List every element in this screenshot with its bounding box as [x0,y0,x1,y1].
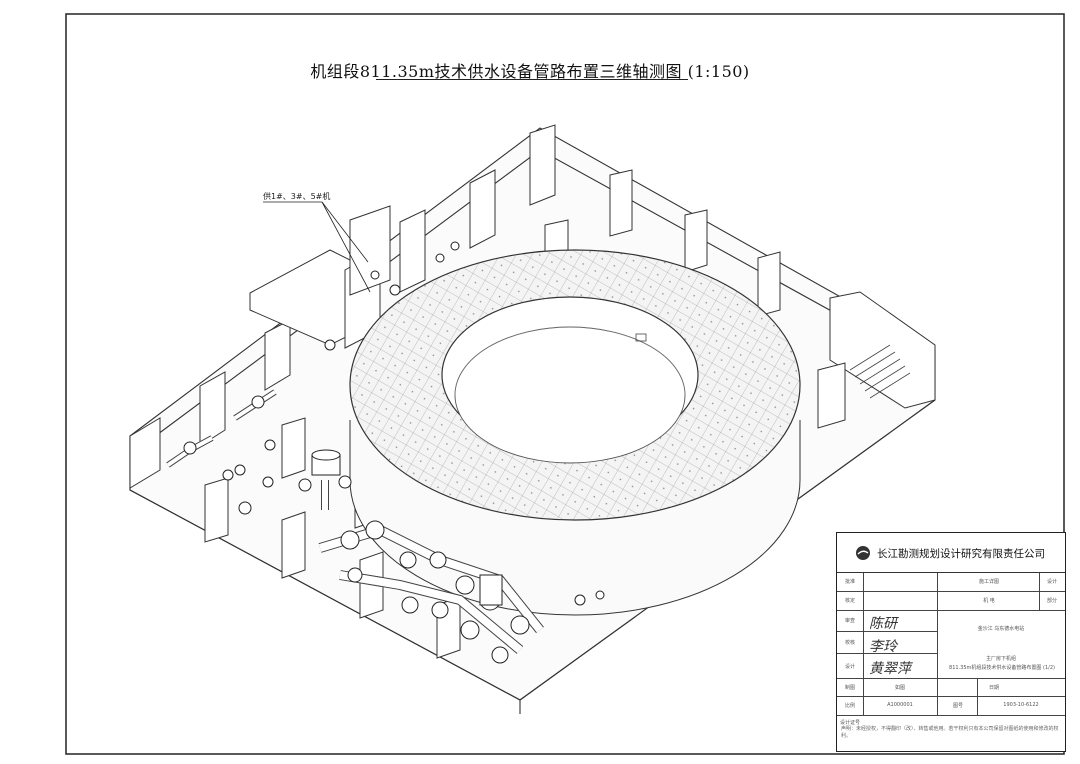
signature-1: 陈研 [869,616,897,632]
tb-drawing-no-label: 图号 [952,703,963,709]
tb-date-label: 日期 [988,685,999,691]
tb-discipline-value: 部分 [1046,598,1057,604]
tb-row-review: 审查 [844,618,855,624]
title-block: 长江勘测规划设计研究有限责任公司 批准 核定 审查 校核 设计 制图 比例 设计… [836,532,1066,752]
stair-block [817,291,936,429]
pipe-cluster-center [222,439,352,515]
tb-scale-value: 如图 [894,685,905,691]
tb-project: 金沙江 乌东德水电站 [977,626,1025,632]
turbine-ring [349,249,801,616]
drawing-title: 机组段811.35m技术供水设备管路布置三维轴测图 (1:150) [310,62,750,81]
tb-cert-value: A1000001 [887,702,913,708]
tb-row-scale: 比例 [844,703,855,709]
title-block-footer: 声明：未经授权，不得翻印（改）、转售或他用。若干权利只有本公司保留对图纸的使用和… [841,726,1059,739]
company-name: 长江勘测规划设计研究有限责任公司 [877,548,1045,560]
tb-drawing-name: 811.35m机组段技术供水设备管路布置图 (1/2) [949,665,1055,671]
signature-3: 黄翠萍 [869,661,911,677]
tb-row-check: 校核 [844,640,855,646]
tb-section: 主厂房下机组 [985,656,1016,662]
sheet-border [65,13,1065,755]
callout-leader [263,201,371,293]
title-block-header: 长江勘测规划设计研究有限责任公司 [837,533,1065,573]
tb-row-approve: 批准 [844,579,855,585]
pipe-callout-label: 供1#、3#、5#机 [263,192,331,201]
tb-discipline: 机 电 [983,598,995,604]
tb-row-design: 设计 [844,664,855,670]
tb-row-verify: 核定 [844,598,855,604]
tb-stage-value: 设计 [1046,579,1057,585]
tb-row-draft: 制图 [844,685,855,691]
tb-drawing-no: 1903-10-6122 [1003,702,1039,708]
company-logo-icon [856,546,870,560]
title-underline [376,79,688,80]
pipe-cluster-front [318,520,605,664]
signature-2: 李玲 [869,639,897,655]
pipe-cluster-left [166,241,460,468]
tb-stage: 施工详图 [978,579,999,585]
tb-row-cert: 设计证号 [839,720,860,726]
